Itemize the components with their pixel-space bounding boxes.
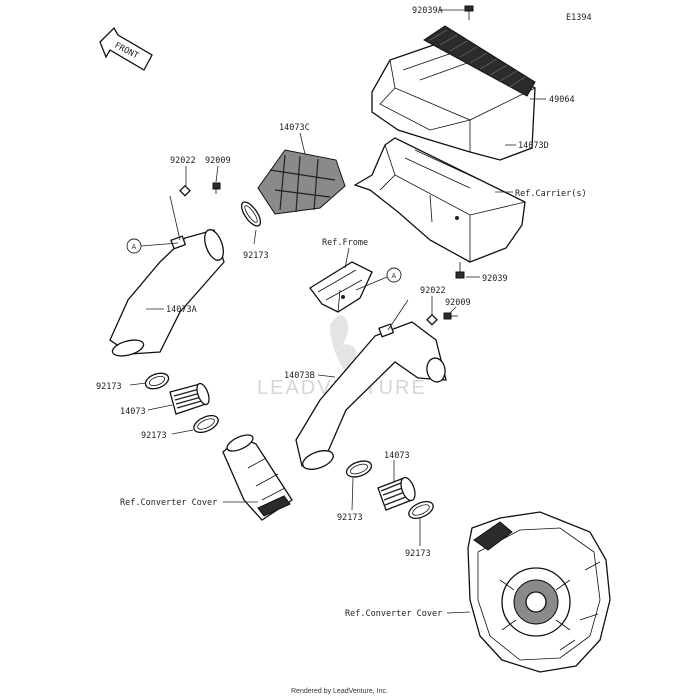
label-ref-carrier: Ref.Carrier(s) bbox=[515, 189, 587, 199]
label-92022-mid: 92022 bbox=[420, 286, 446, 296]
coupler-14073-left bbox=[169, 382, 210, 415]
converter-outlet-left bbox=[222, 434, 293, 521]
label-92039: 92039 bbox=[482, 274, 508, 284]
label-14073A: 14073A bbox=[166, 305, 197, 315]
label-14073D: 14073D bbox=[518, 141, 549, 151]
label-92009-mid: 92009 bbox=[445, 298, 471, 308]
label-ref-frome: Ref.Frome bbox=[322, 238, 368, 248]
label-92039A: 92039A bbox=[412, 6, 443, 16]
leader-lines bbox=[129, 9, 546, 614]
callout-a-right: A bbox=[355, 267, 409, 331]
intake-duct-14073A bbox=[109, 229, 225, 357]
bolt-92039 bbox=[455, 262, 465, 279]
label-14073B: 14073B bbox=[284, 371, 315, 381]
svg-text:A: A bbox=[392, 273, 397, 280]
callout-a-left: A bbox=[126, 195, 181, 254]
diagram-code: E1394 bbox=[566, 13, 592, 23]
washer-92022-top bbox=[179, 184, 191, 197]
bolt-92039A bbox=[464, 5, 474, 20]
label-92009-top: 92009 bbox=[205, 156, 231, 166]
label-92173-left-1: 92173 bbox=[96, 382, 122, 392]
converter-cover-right bbox=[467, 511, 611, 673]
clamp-92173-left-upper bbox=[144, 372, 170, 390]
label-14073-right: 14073 bbox=[384, 451, 410, 461]
airbox-14073D bbox=[371, 25, 536, 161]
intake-boot-14073C bbox=[257, 149, 346, 215]
label-ref-converter-right: Ref.Converter Cover bbox=[345, 609, 442, 619]
washer-92022-mid bbox=[426, 313, 438, 326]
label-14073-left: 14073 bbox=[120, 407, 146, 417]
clamp-92173-left-lower bbox=[193, 414, 219, 434]
air-filter-49064 bbox=[423, 25, 536, 97]
bolt-92009-mid bbox=[443, 312, 458, 320]
label-92022-top: 92022 bbox=[170, 156, 196, 166]
svg-text:A: A bbox=[132, 244, 137, 251]
label-14073C: 14073C bbox=[279, 123, 310, 133]
label-92173-right-2: 92173 bbox=[405, 549, 431, 559]
footer-credit: Rendered by LeadVenture, Inc. bbox=[291, 688, 388, 695]
carrier-tray bbox=[353, 137, 526, 263]
label-92173-right-1: 92173 bbox=[337, 513, 363, 523]
bolt-92009-top bbox=[212, 182, 221, 194]
coupler-14073-right bbox=[377, 476, 416, 511]
clamp-92173-right-upper bbox=[345, 460, 373, 478]
label-ref-converter-left: Ref.Converter Cover bbox=[120, 498, 217, 508]
clamp-92173-top bbox=[240, 201, 262, 227]
clamp-92173-right-lower bbox=[408, 500, 434, 520]
label-92173-left-2: 92173 bbox=[141, 431, 167, 441]
label-92173-top: 92173 bbox=[243, 251, 269, 261]
frame-bracket bbox=[309, 261, 373, 313]
label-49064: 49064 bbox=[549, 95, 575, 105]
front-arrow-icon: FRONT bbox=[99, 26, 153, 71]
intake-duct-14073B bbox=[295, 321, 447, 470]
